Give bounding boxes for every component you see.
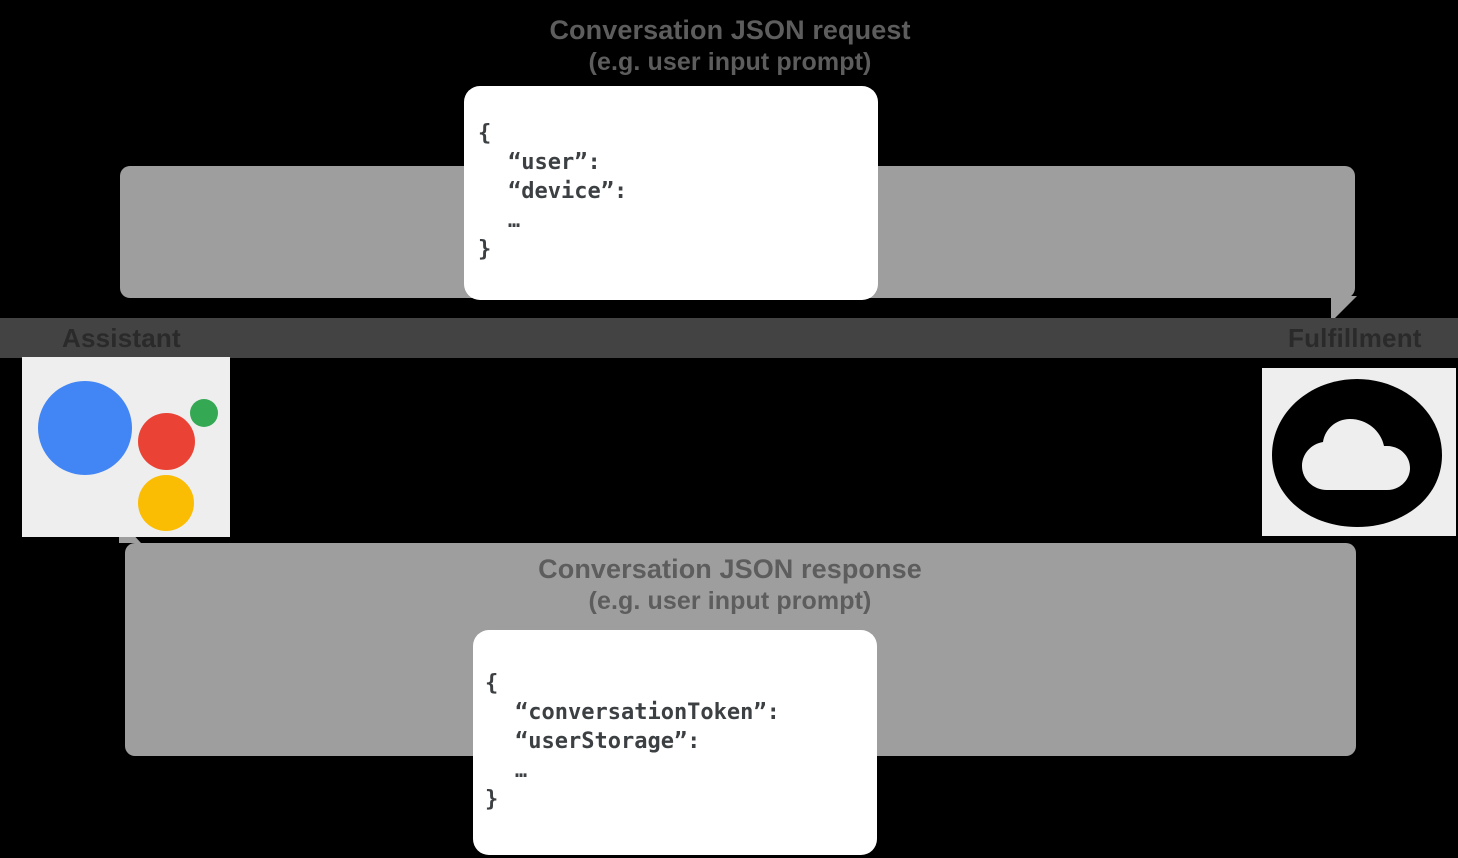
message-tail-request [1331,296,1357,322]
json-open-brace: { [485,671,499,696]
google-assistant-icon-dot-blue [38,381,132,475]
google-assistant-icon-dot-green [190,399,218,427]
actor-strip [0,318,1458,358]
cloud-icon [1272,379,1442,527]
google-assistant-icon-dot-yellow [138,475,194,531]
json-field: “userStorage”: [515,729,701,754]
message-label-request-line2: (e.g. user input prompt) [588,47,872,76]
actor-label-fulfillment: Fulfillment [1288,323,1422,353]
json-ellipsis: … [515,758,530,782]
google-assistant-icon-dot-red [138,413,195,470]
json-field: “device”: [508,179,628,204]
json-open-brace: { [478,121,492,146]
message-label-request: Conversation JSON request (e.g. user inp… [380,14,1080,77]
message-label-request-line1: Conversation JSON request [549,15,911,45]
json-card-response: { “conversationToken”: “userStorage”: … … [473,630,877,855]
json-field: “user”: [508,150,601,175]
json-card-request: { “user”: “device”: … } [464,86,878,300]
actor-label-assistant: Assistant [62,323,181,353]
json-field: “conversationToken”: [515,700,780,725]
json-close-brace: } [485,787,499,812]
json-ellipsis: … [508,208,523,232]
json-close-brace: } [478,237,492,262]
